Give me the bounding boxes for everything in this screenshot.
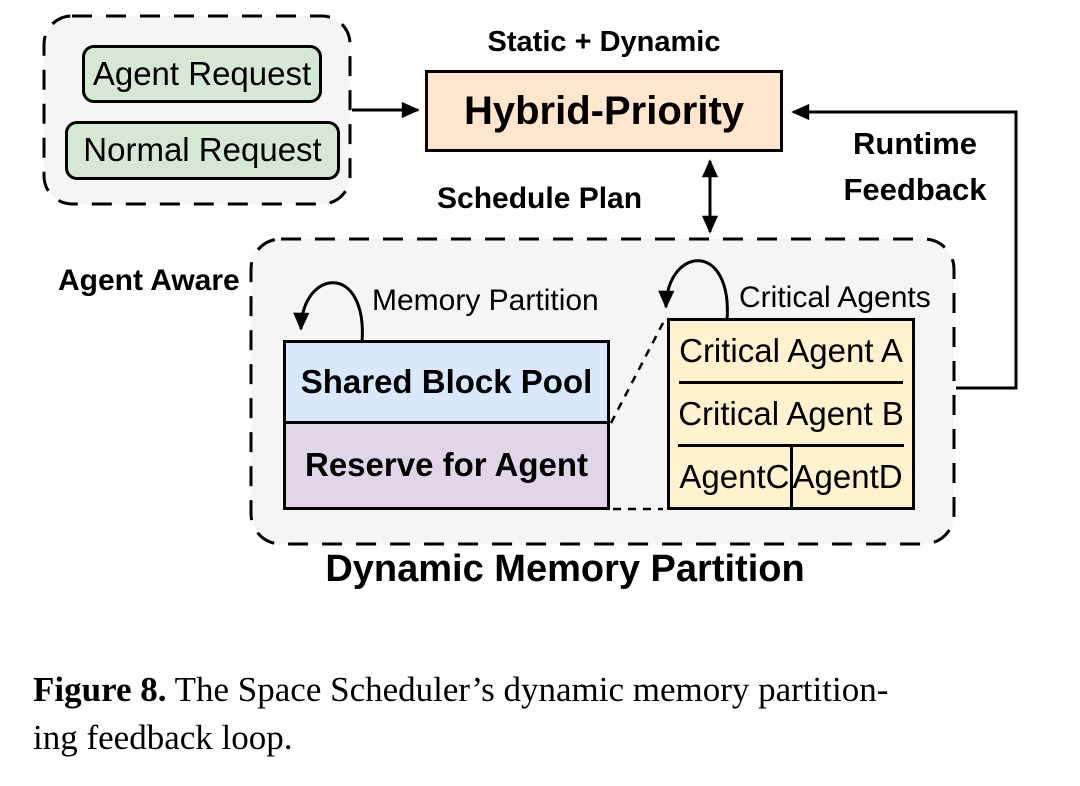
- shared-block-pool-label: Shared Block Pool: [300, 362, 593, 400]
- agent-request-box: Agent Request: [82, 45, 322, 103]
- agent-request-label: Agent Request: [92, 54, 312, 92]
- schedule-plan-label: Schedule Plan: [437, 182, 643, 215]
- hybrid-priority-label: Hybrid-Priority: [463, 89, 745, 133]
- agent-aware-label: Agent Aware: [58, 264, 240, 297]
- figure-caption-line1: The Space Scheduler’s dynamic memory par…: [174, 670, 889, 709]
- reserve-for-agent-box: Reserve for Agent: [283, 421, 610, 510]
- critical-agent-a-label: Critical Agent A: [679, 331, 903, 369]
- dynamic-memory-partition-title: Dynamic Memory Partition: [325, 548, 805, 590]
- runtime-feedback-line1: Runtime: [853, 126, 977, 161]
- critical-agents-stack: Critical Agent A Critical Agent B AgentC…: [667, 318, 915, 510]
- agent-cd-row: AgentC AgentD: [679, 447, 903, 507]
- runtime-feedback-label: Runtime Feedback: [812, 121, 1018, 213]
- critical-agents-loop-label: Critical Agents: [739, 281, 931, 314]
- runtime-feedback-line2: Feedback: [843, 172, 987, 207]
- reserve-for-agent-label: Reserve for Agent: [304, 446, 589, 484]
- agent-c-cell: AgentC: [679, 447, 793, 507]
- critical-agent-a-cell: Critical Agent A: [679, 321, 903, 384]
- hybrid-priority-box: Hybrid-Priority: [425, 70, 783, 152]
- figure-caption: Figure 8. The Space Scheduler’s dynamic …: [33, 666, 1073, 762]
- agent-c-label: AgentC: [679, 457, 790, 495]
- critical-agent-b-label: Critical Agent B: [678, 394, 904, 432]
- agent-d-label: AgentD: [792, 457, 903, 495]
- figure-caption-label: Figure 8.: [33, 670, 167, 709]
- normal-request-box: Normal Request: [65, 121, 340, 180]
- shared-block-pool-box: Shared Block Pool: [283, 340, 610, 424]
- agent-d-cell: AgentD: [793, 447, 903, 507]
- normal-request-label: Normal Request: [83, 131, 322, 169]
- memory-partition-loop-label: Memory Partition: [372, 284, 599, 317]
- figure-caption-line2: ing feedback loop.: [33, 718, 293, 757]
- critical-agent-b-cell: Critical Agent B: [678, 384, 904, 447]
- static-dynamic-label: Static + Dynamic: [487, 26, 721, 58]
